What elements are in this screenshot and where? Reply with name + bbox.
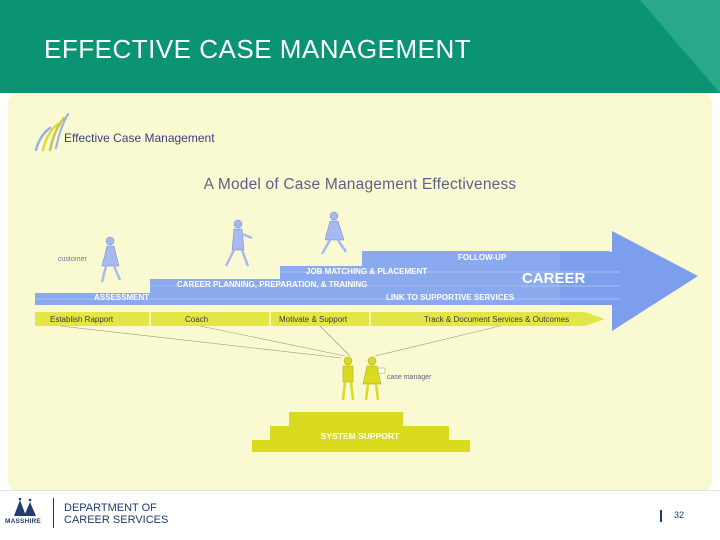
page-number-bar xyxy=(660,510,662,522)
page-number: 32 xyxy=(674,510,685,520)
slide-header xyxy=(0,0,720,93)
logo-label: Effective Case Management xyxy=(64,131,215,145)
activity-coach: Coach xyxy=(185,315,209,324)
activity-track-document: Track & Document Services & Outcomes xyxy=(424,315,570,324)
footer-divider xyxy=(0,490,720,491)
ecm-logo-icon xyxy=(34,113,69,152)
header-corner-triangle xyxy=(640,0,720,93)
case-manager-label: case manager xyxy=(387,374,432,381)
case-manager-figure-2 xyxy=(362,356,386,401)
masshire-brand: MASSHIRE xyxy=(5,518,41,525)
customer-figure-2 xyxy=(224,219,253,267)
stage-assessment: ASSESSMENT xyxy=(94,293,150,302)
model-title: A Model of Case Management Effectiveness xyxy=(203,176,517,193)
customer-figure-1 xyxy=(100,236,122,283)
masshire-logo-icon xyxy=(14,497,36,516)
dept-name: DEPARTMENT OF CAREER SERVICES xyxy=(64,502,168,526)
customer-label: customer xyxy=(58,256,87,263)
footer-separator xyxy=(53,498,54,528)
stage-follow-up: FOLLOW-UP xyxy=(458,253,507,262)
slide-title: EFFECTIVE CASE MANAGEMENT xyxy=(44,34,472,64)
stage-supportive-services: LINK TO SUPPORTIVE SERVICES xyxy=(386,293,515,302)
stage-career-planning: CAREER PLANNING, PREPARATION, & TRAINING xyxy=(177,280,368,289)
career-label: CAREER xyxy=(522,270,586,287)
career-arrow xyxy=(560,231,698,331)
customer-figure-3 xyxy=(320,211,348,255)
activity-establish-rapport: Establish Rapport xyxy=(50,315,114,324)
system-support-label: SYSTEM SUPPORT xyxy=(320,431,400,441)
stage-job-matching: JOB MATCHING & PLACEMENT xyxy=(306,267,428,276)
dept-line-2: CAREER SERVICES xyxy=(64,514,169,526)
follow-up-step xyxy=(362,251,610,305)
activity-motivate-support: Motivate & Support xyxy=(279,315,348,324)
dept-line-1: DEPARTMENT OF xyxy=(64,502,157,514)
activity-bar xyxy=(35,312,605,326)
system-support-base xyxy=(252,412,470,452)
case-manager-figure-1 xyxy=(341,356,355,401)
